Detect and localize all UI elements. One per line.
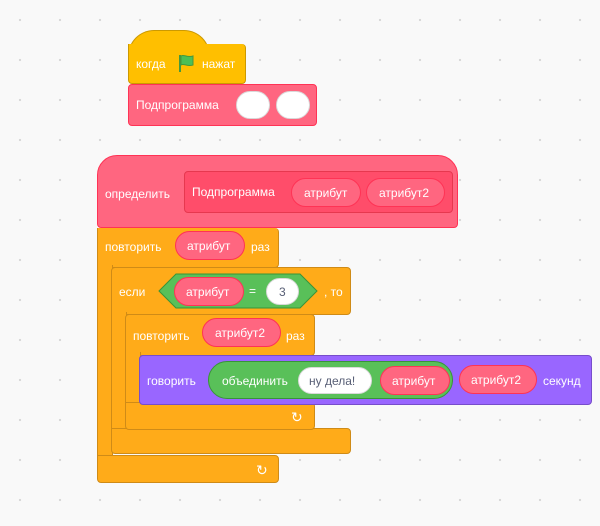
repeat-inner-suffix: раз <box>286 329 305 343</box>
call-name-label: Подпрограмма <box>136 98 219 112</box>
repeat-outer-bottom[interactable]: ↻ <box>97 455 279 483</box>
define-label: определить <box>105 187 170 201</box>
call-subroutine-block[interactable]: Подпрограмма <box>128 84 317 126</box>
repeat-outer-suffix: раз <box>251 240 270 254</box>
repeat-outer-arg-label: атрибут <box>187 239 231 253</box>
param-attr-pill[interactable]: атрибут <box>291 178 361 207</box>
if-bottom[interactable] <box>111 428 351 454</box>
equals-operator-block[interactable]: атрибут = 3 <box>158 273 318 309</box>
say-for-secs-block[interactable]: говорить объединить ну дела! атрибут атр… <box>139 355 592 405</box>
clicked-label: нажат <box>202 57 236 71</box>
green-flag-icon <box>177 53 195 73</box>
when-label: когда <box>136 57 166 71</box>
say-label: говорить <box>147 374 196 388</box>
say-secs-var-pill[interactable]: атрибут2 <box>459 365 537 394</box>
repeat-outer-top[interactable]: повторить атрибут раз <box>97 228 279 268</box>
equals-sign: = <box>249 284 257 298</box>
prototype-block[interactable]: Подпрограмма атрибут атрибут2 <box>184 171 453 213</box>
if-top[interactable]: если атрибут = 3 , то <box>111 267 351 315</box>
param-attr-label: атрибут <box>304 186 348 200</box>
repeat-inner-top[interactable]: повторить атрибут2 раз <box>125 314 315 356</box>
if-left-var-label: атрибут <box>186 285 230 299</box>
if-left-var[interactable]: атрибут <box>174 277 244 306</box>
join-var-label: атрибут <box>392 374 436 388</box>
if-label: если <box>119 285 146 299</box>
join-operator-block[interactable]: объединить ну дела! атрибут <box>208 361 453 399</box>
when-flag-clicked-block[interactable]: когда нажат <box>128 44 246 84</box>
loop-arrow-icon: ↻ <box>291 409 303 425</box>
if-right-value: 3 <box>279 285 286 299</box>
arg1-input[interactable] <box>236 91 270 119</box>
join-var-pill[interactable]: атрибут <box>380 366 450 395</box>
arg2-input[interactable] <box>276 91 310 119</box>
param-attr2-label: атрибут2 <box>379 186 430 200</box>
repeat-outer-label: повторить <box>105 240 162 254</box>
repeat-inner-arg-label: атрибут2 <box>215 326 266 340</box>
prototype-name-label: Подпрограмма <box>192 185 275 199</box>
repeat-inner-label: повторить <box>133 329 190 343</box>
loop-arrow-icon: ↻ <box>256 462 268 478</box>
join-text-input[interactable]: ну дела! <box>298 367 372 394</box>
define-block[interactable]: определить Подпрограмма атрибут атрибут2 <box>97 155 458 228</box>
if-right-input[interactable]: 3 <box>266 278 299 305</box>
if-suffix: , то <box>324 285 343 299</box>
join-text-value: ну дела! <box>309 374 356 388</box>
param-attr2-pill[interactable]: атрибут2 <box>366 178 445 207</box>
say-secs-var-label: атрибут2 <box>471 373 522 387</box>
repeat-inner-arg[interactable]: атрибут2 <box>202 318 281 347</box>
say-suffix: секунд <box>543 374 581 388</box>
repeat-inner-bottom[interactable]: ↻ <box>125 402 315 430</box>
repeat-outer-arg[interactable]: атрибут <box>175 231 245 260</box>
join-label: объединить <box>222 374 288 388</box>
